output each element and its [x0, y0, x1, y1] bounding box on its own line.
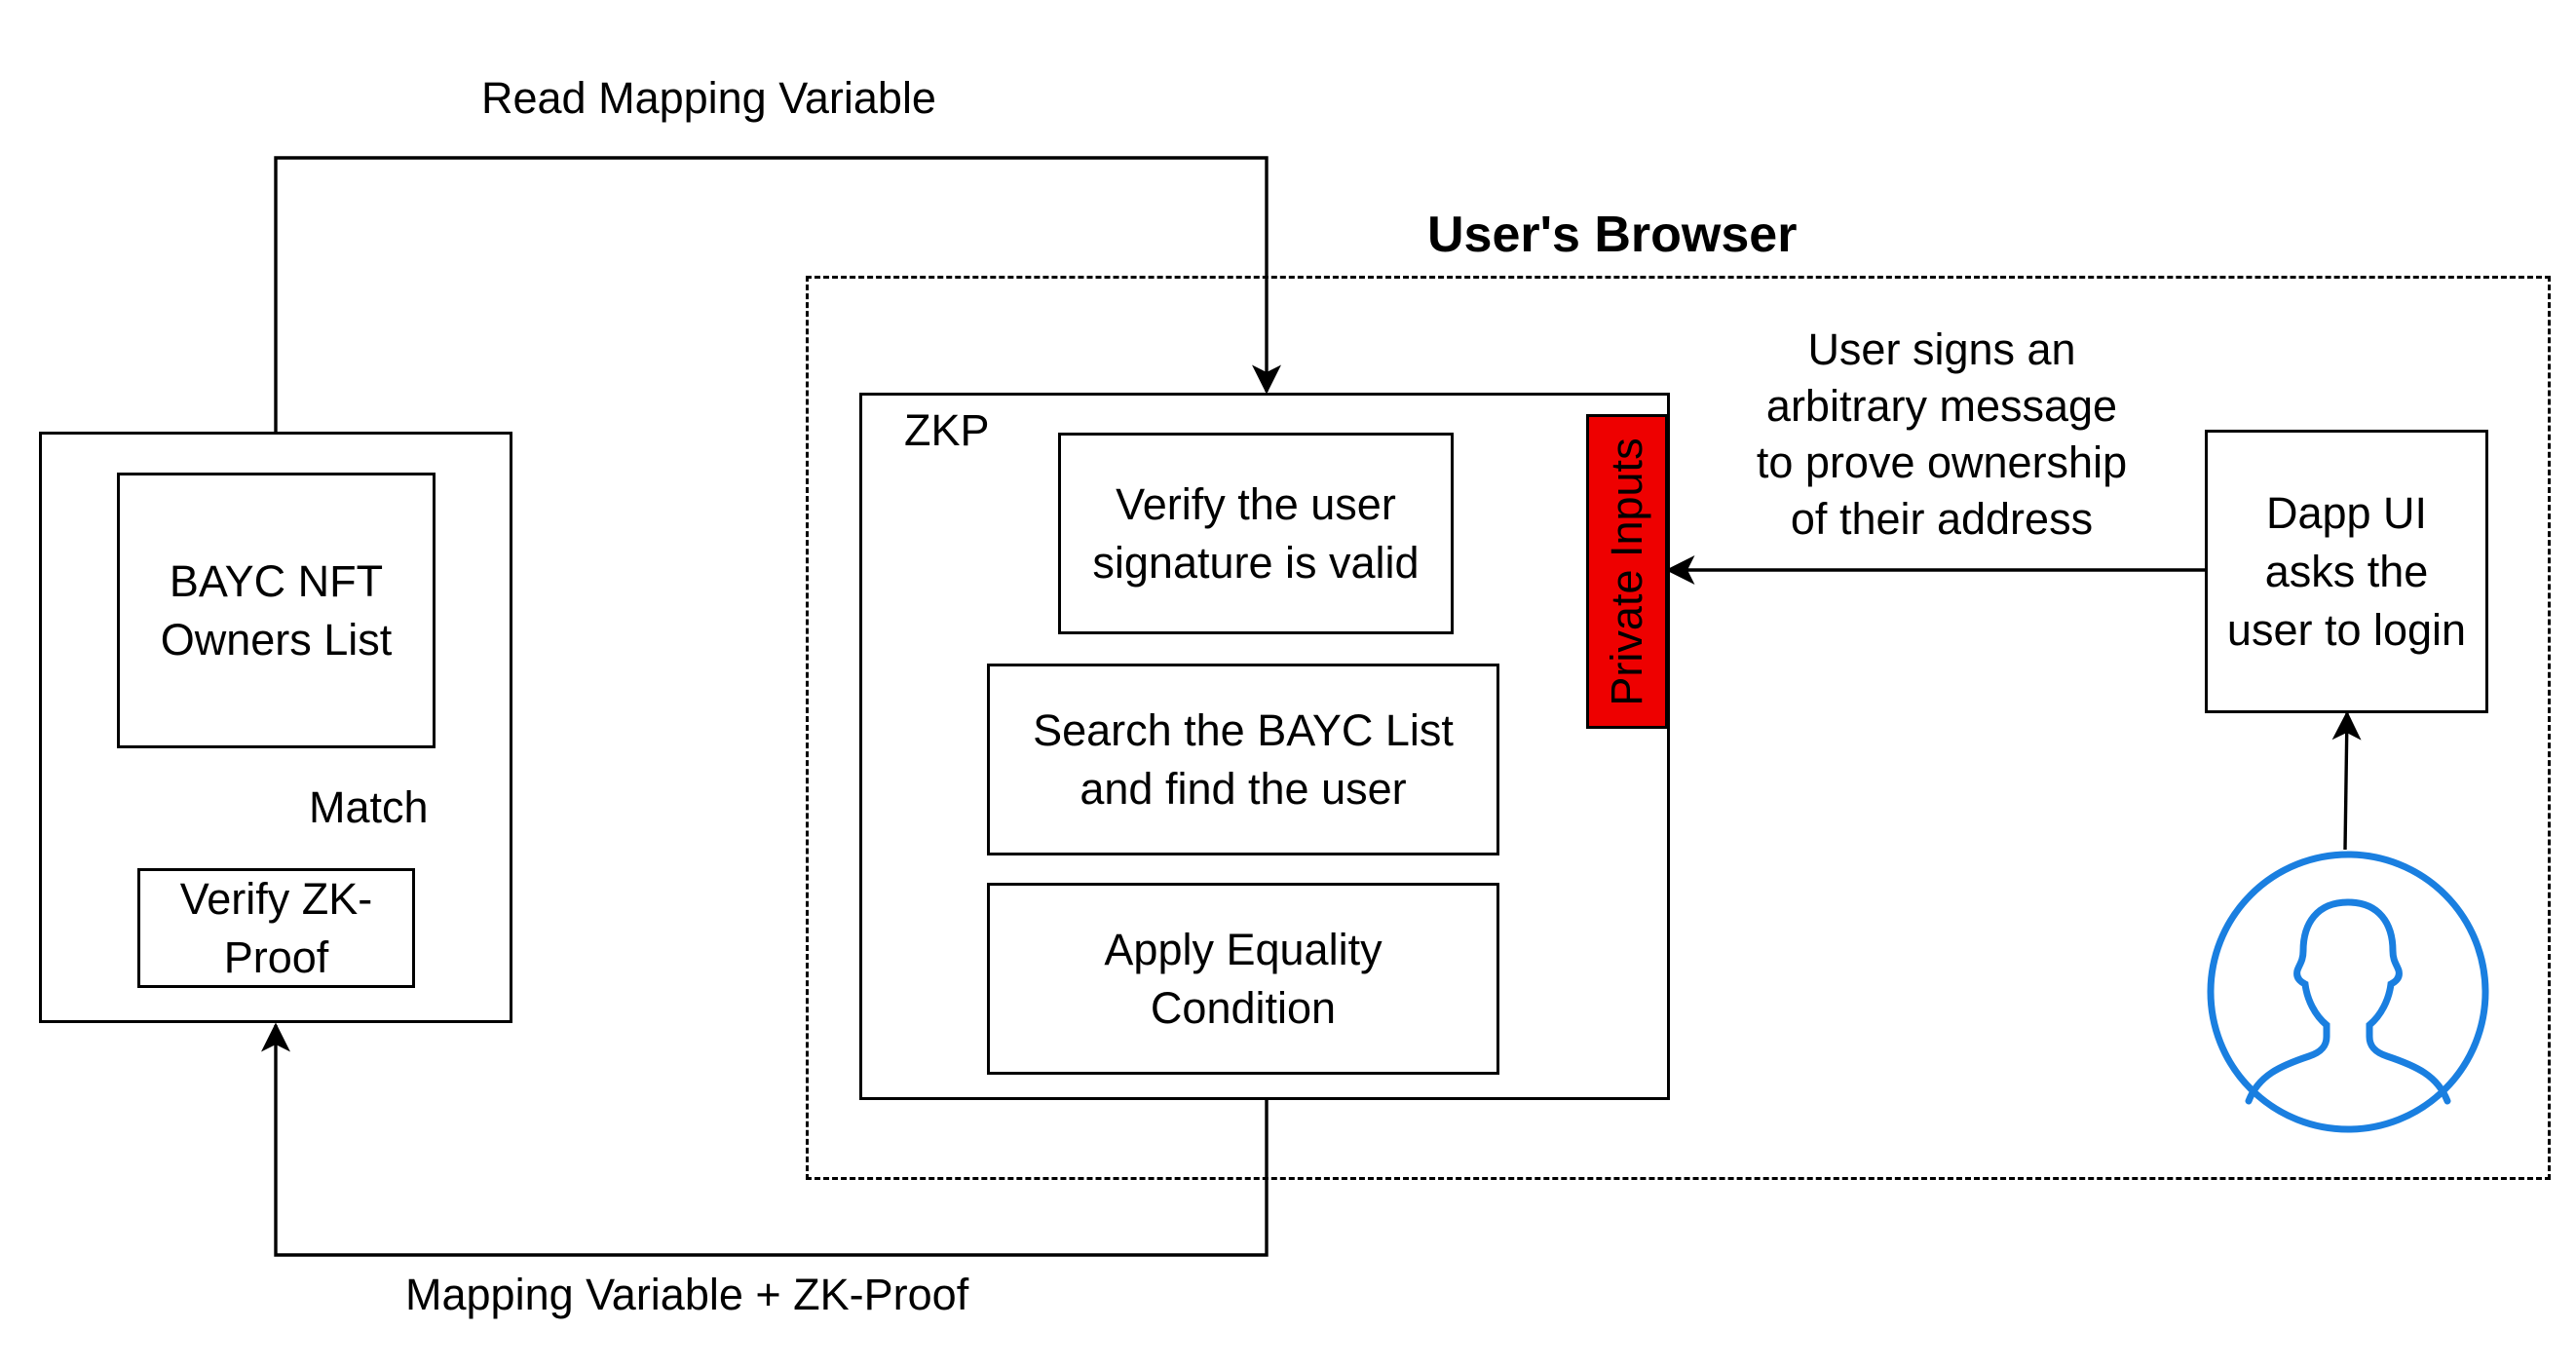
user-avatar-icon	[2207, 851, 2489, 1133]
mapping-proof-label: Mapping Variable + ZK-Proof	[405, 1270, 969, 1319]
verify-signature-box: Verify the user signature is valid	[1058, 433, 1454, 634]
search-list-box: Search the BAYC List and find the user	[987, 664, 1499, 855]
user-signs-label: User signs an arbitrary message to prove…	[1756, 324, 2128, 544]
read-mapping-label: Read Mapping Variable	[481, 73, 936, 123]
private-inputs-label: Private Inputs	[1602, 437, 1651, 706]
users-browser-title: User's Browser	[1427, 207, 1798, 263]
read-mapping-connector	[274, 156, 1281, 473]
user-to-dapp-connector	[2331, 710, 2362, 851]
private-inputs-box: Private Inputs	[1586, 414, 1668, 729]
apply-equality-box: Apply Equality Condition	[987, 883, 1499, 1075]
dapp-ui-box: Dapp UI asks the user to login	[2205, 430, 2488, 713]
zkp-title: ZKP	[904, 405, 990, 455]
users-browser-container	[806, 276, 2551, 1180]
verify-proof-box: Verify ZK- Proof	[137, 868, 415, 988]
owners-list-box: BAYC NFT Owners List	[117, 473, 436, 748]
match-label: Match	[309, 782, 429, 832]
